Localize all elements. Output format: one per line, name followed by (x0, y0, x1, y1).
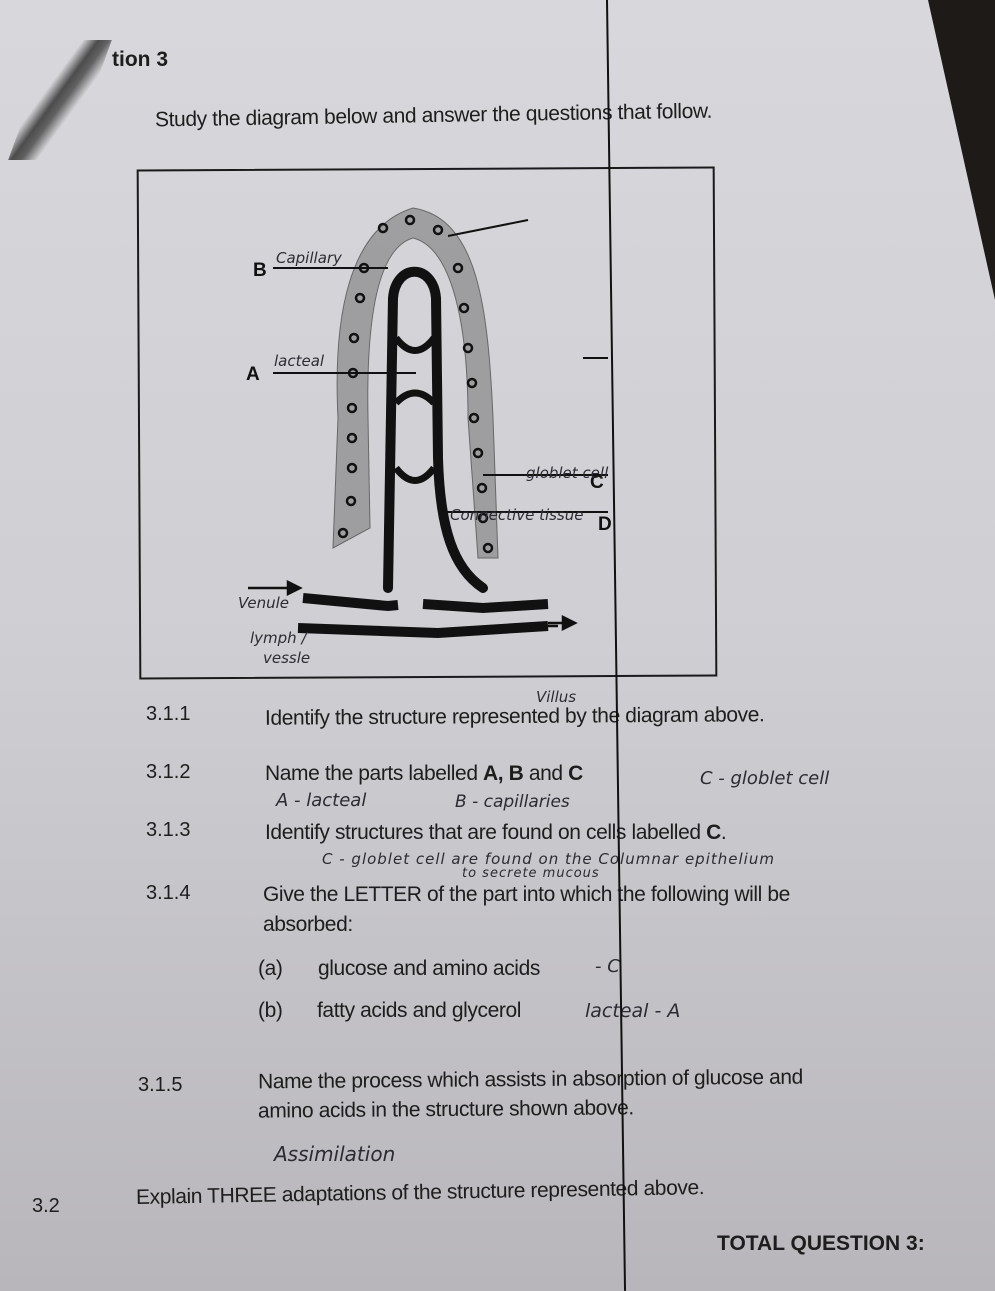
q-3-1-4-a-text: glucose and amino acids (318, 957, 540, 980)
lacteal-valves (393, 335, 437, 484)
answer-3-1-2-a: A - lacteal (276, 790, 367, 811)
answer-3-1-5: Assimilation (274, 1142, 396, 1166)
q-3-1-3-bold-c: C (706, 821, 721, 844)
answer-3-1-4-a: - C (595, 956, 620, 977)
answer-3-1-2-b: B - capillaries (455, 792, 570, 812)
epithelium-cells (332, 207, 499, 559)
q-3-2-number: 3.2 (32, 1195, 60, 1217)
q-3-1-3-number: 3.1.3 (146, 819, 191, 841)
q-3-1-5-text-line2: amino acids in the structure shown above… (257, 1096, 634, 1123)
section-title: tion 3 (112, 48, 168, 71)
q-3-1-2-number: 3.1.2 (146, 761, 191, 783)
flow-arrows (248, 579, 578, 632)
leader-lines (273, 219, 608, 513)
q-3-1-5-number: 3.1.5 (138, 1074, 183, 1096)
base-vessels (297, 593, 549, 639)
label-a: A (246, 364, 260, 385)
label-c: C (590, 472, 604, 493)
answer-3-1-1: Villus (536, 688, 577, 706)
q-3-1-2-bold-c: C (568, 762, 583, 785)
q-3-1-4-text-line1: Give the LETTER of the part into which t… (263, 883, 790, 906)
answer-3-1-3-line2: to secrete mucous (462, 866, 600, 881)
q-3-1-4-text-line2: absorbed: (263, 913, 353, 936)
answer-3-1-3-line1: C - globlet cell are found on the Column… (322, 850, 775, 868)
q-3-1-3-text: Identify structures that are found on ce… (265, 821, 727, 845)
answer-3-1-2-c: C - globlet cell (700, 768, 830, 789)
hw-connective-tissue: Connective tissue (450, 506, 583, 524)
q-3-1-4-b-text: fatty acids and glycerol (317, 999, 522, 1022)
q-3-1-1-number: 3.1.1 (146, 703, 191, 725)
q-3-1-4-number: 3.1.4 (146, 882, 191, 904)
q-3-1-3-prefix: Identify structures that are found on ce… (265, 821, 707, 844)
q-3-1-2-bold-ab: A, B (483, 762, 524, 785)
hw-capillary: Capillary (276, 249, 343, 267)
label-d: D (598, 514, 612, 535)
villus-diagram: B A C D Capillary lacteal globlet cell C… (238, 207, 612, 667)
q-3-1-2-prefix: Name the parts labelled (265, 762, 484, 785)
hw-venule: Venule (238, 594, 289, 612)
cell-nuclei (337, 214, 494, 554)
q-3-1-2-text: Name the parts labelled A, B and C (265, 762, 583, 786)
q-3-1-2-mid: and (523, 762, 569, 785)
q-3-1-3-suffix: . (720, 821, 727, 844)
hw-goblet-cell: globlet cell (526, 464, 609, 482)
q-3-1-4-a-label: (a) (258, 957, 283, 980)
hw-lymph: lymph / (250, 629, 308, 647)
label-b: B (253, 260, 267, 281)
capillary-loop (383, 266, 488, 593)
hw-vessel: vessle (263, 649, 310, 667)
answer-3-1-4-b: lacteal - A (585, 1000, 681, 1022)
hw-lacteal: lacteal (274, 352, 325, 370)
q-3-1-4-b-label: (b) (258, 999, 283, 1022)
total-question-label: TOTAL QUESTION 3: (717, 1232, 925, 1255)
q-3-1-5-text-line1: Name the process which assists in absorp… (257, 1065, 803, 1094)
q-3-1-1-text: Identify the structure represented by th… (264, 703, 765, 730)
